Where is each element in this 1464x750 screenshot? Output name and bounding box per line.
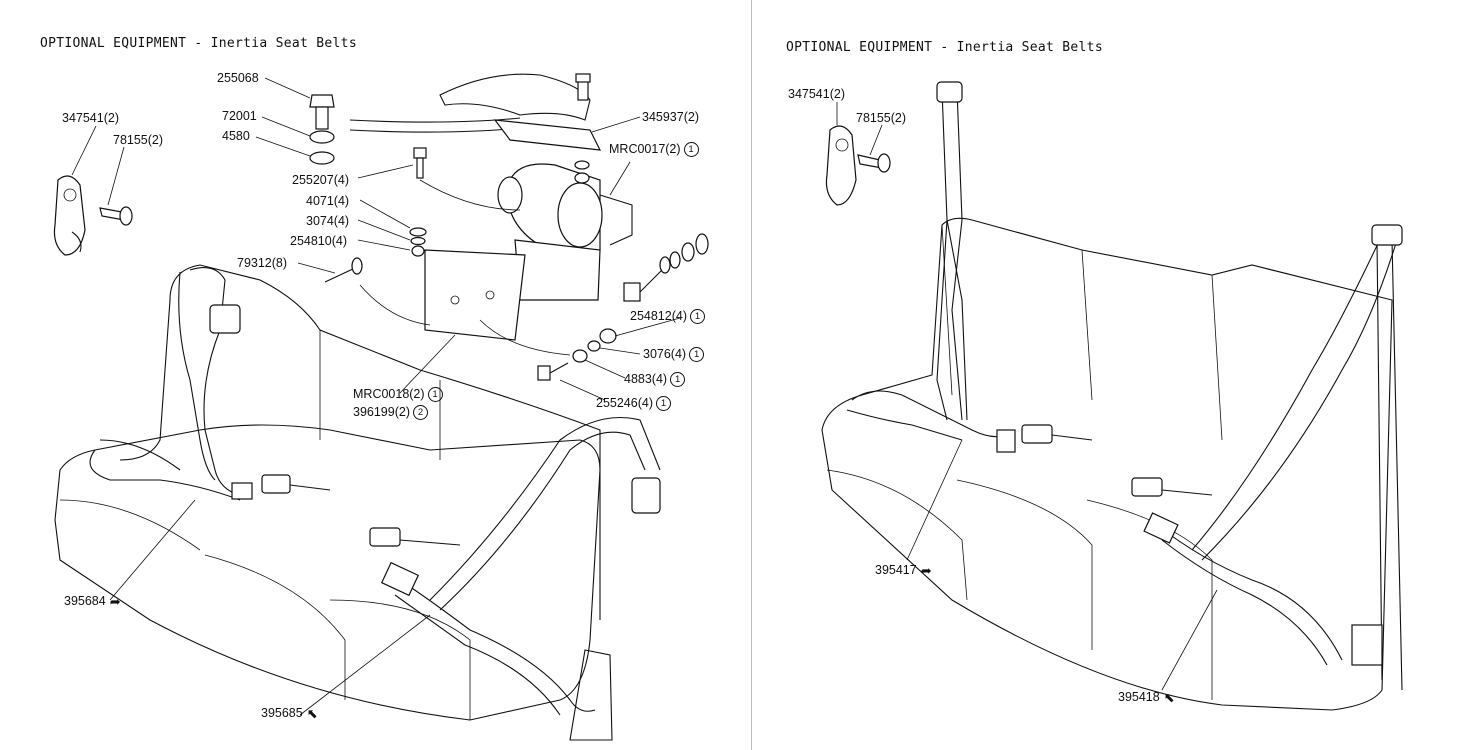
right-panel: OPTIONAL EQUIPMENT - Inertia Seat Belts: [752, 0, 1464, 750]
note-badge: 1: [670, 372, 686, 388]
seat-bench-left: [54, 264, 601, 721]
note-badge: 2: [413, 405, 428, 421]
screw-78155-right: [857, 153, 891, 173]
floor-anchor-bracket: [569, 649, 613, 741]
note-badge: 1: [656, 396, 671, 412]
label-395685: 395685⬉: [261, 705, 318, 721]
seat-bench-right: [821, 217, 1393, 711]
belt-395418: [1131, 224, 1403, 691]
note-badge: 1: [427, 387, 443, 403]
leader-lines-right: [836, 102, 1218, 691]
label-255246: 255246(4)1: [596, 396, 671, 412]
label-254810: 254810(4): [290, 234, 347, 248]
leader-lines-left: [71, 77, 681, 716]
page-divider: [751, 0, 752, 750]
note-badge: 1: [690, 309, 705, 325]
label-72001: 72001: [222, 109, 257, 123]
belt-395685: [369, 417, 661, 716]
note-badge: 1: [689, 347, 705, 363]
right-title: OPTIONAL EQUIPMENT - Inertia Seat Belts: [786, 40, 1103, 55]
screw-78155-left: [99, 206, 133, 226]
label-255068: 255068: [217, 71, 259, 85]
label-255207: 255207(4): [292, 173, 349, 187]
left-panel: OPTIONAL EQUIPMENT - Inertia Seat Belts: [40, 36, 709, 741]
hook-347541-right: [825, 125, 857, 206]
belt-395684: [89, 267, 331, 501]
arrow-right-icon: ➦: [920, 562, 932, 578]
label-347541-left: 347541(2): [62, 111, 119, 125]
label-395417: 395417➦: [875, 562, 932, 578]
left-title: OPTIONAL EQUIPMENT - Inertia Seat Belts: [40, 36, 357, 51]
label-347541-right: 347541(2): [788, 87, 845, 101]
retractor-assembly: [349, 73, 633, 356]
label-78155-right: 78155(2): [856, 111, 907, 125]
hook-347541-left: [53, 175, 86, 256]
label-345937: 345937(2): [642, 110, 699, 124]
label-3076: 3076(4)1: [643, 347, 705, 363]
left-diagram: [53, 73, 709, 741]
arrow-right-icon: ➦: [109, 593, 121, 609]
label-79312: 79312(8): [237, 256, 288, 270]
label-3074: 3074(4): [306, 214, 350, 228]
label-MRC0018: MRC0018(2)1: [353, 387, 443, 403]
label-4580: 4580: [222, 129, 250, 143]
arrow-left-icon: ⬉: [306, 705, 318, 721]
label-396199: 396199(2)2: [353, 405, 428, 421]
arrow-left-icon: ⬉: [1163, 689, 1175, 705]
note-badge: 1: [683, 142, 699, 158]
belt-395417: [846, 81, 1093, 453]
label-4883: 4883(4)1: [624, 372, 686, 388]
label-4071: 4071(4): [306, 194, 350, 208]
label-395684: 395684➦: [64, 593, 121, 609]
label-78155-left: 78155(2): [113, 133, 164, 147]
label-MRC0017: MRC0017(2)1: [609, 142, 699, 158]
right-diagram: [821, 81, 1403, 711]
label-395418: 395418⬉: [1118, 689, 1175, 705]
label-254812: 254812(4)1: [630, 309, 705, 325]
